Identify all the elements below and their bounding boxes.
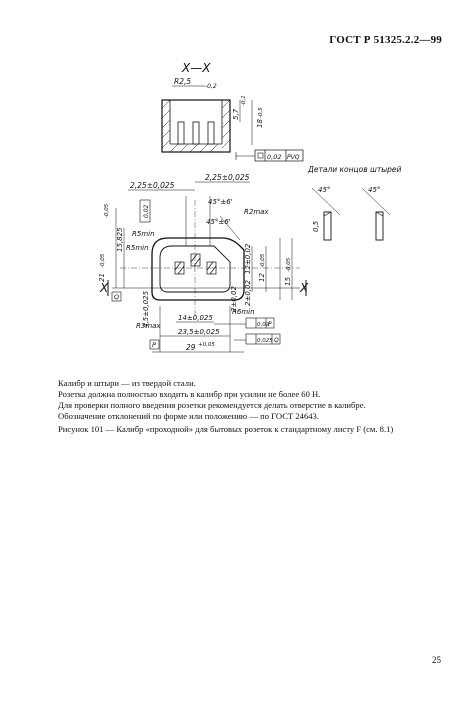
dim-45: 4,5±0,025: [142, 290, 150, 328]
tol-frame-datum: P: [268, 321, 272, 328]
dim-top-right: 2,25±0,025: [205, 173, 250, 182]
dim-r5min-bottom: R5min: [126, 244, 149, 252]
figure-caption: Рисунок 101 — Калибр «проходной» для быт…: [58, 424, 394, 434]
dim-pin-height-tol: -0,1: [241, 95, 247, 106]
dim-r3max: R3max: [136, 322, 161, 330]
details-title: Детали концов штырей: [307, 165, 402, 174]
dim-2-pm-top: 2±0,02: [244, 280, 252, 306]
dim-12-pm: 12±0,02: [244, 243, 252, 274]
radius-label: R2,5: [174, 77, 191, 86]
dim-23-5: 23,5±0,025: [178, 328, 220, 336]
dim-top-left: 2,25±0,025: [130, 181, 175, 190]
tol-frame-value: 0,02: [257, 322, 270, 328]
dim-2-pm-bottom: 2±0,02: [230, 286, 238, 312]
dim-15-tol: -0,05: [286, 257, 292, 272]
section-mark-left: X: [99, 281, 109, 295]
note-force: Розетка должна полностью входить в калиб…: [58, 389, 321, 399]
section-label: X—X: [181, 61, 211, 75]
dim-14: 14±0,025: [178, 314, 213, 322]
note-hole: Для проверки полного введения розетки ре…: [58, 400, 366, 410]
dim-29-tol: +0,05: [198, 342, 215, 348]
dim-position-tol: 0,02: [143, 204, 150, 218]
dim-r5min-top: R5min: [132, 230, 155, 238]
dim-15825: 15,825: [116, 227, 124, 252]
datum-q: Q: [114, 293, 119, 301]
dim-depth: 18: [256, 119, 264, 128]
detail-angle-2: 45°: [368, 186, 380, 194]
dim-21: 21: [98, 273, 106, 282]
detail-angle-1: 45°: [318, 186, 330, 194]
dim-21-tol: -0,05: [100, 253, 106, 268]
tol-parallel-value: 0,025: [257, 338, 273, 344]
note-tolerance-standard: Обозначение отклонений по форме или поло…: [58, 411, 319, 421]
radius-tol: -0,2: [205, 83, 217, 90]
dim-12-tol: -0,05: [260, 253, 266, 268]
dim-15825-tol: -0,05: [104, 203, 110, 218]
notes: Калибр и штыри — из твердой стали. Розет…: [58, 378, 366, 422]
dim-r6min: R6min: [232, 308, 255, 316]
detail-width: 0,5: [312, 220, 320, 232]
dim-15: 15: [284, 277, 292, 286]
dim-29: 29: [186, 343, 196, 352]
dim-angle-mid: 45°±6': [206, 218, 231, 226]
dim-depth-tol: -0,5: [258, 107, 264, 118]
page-number: 25: [432, 655, 441, 665]
dim-pin-height: 5,7: [232, 108, 240, 120]
dim-angle-top: 45°±6': [208, 198, 233, 206]
section-mark-right: X: [299, 281, 309, 295]
tol-datum: PVQ: [287, 154, 300, 161]
dim-12: 12: [258, 273, 266, 282]
dim-r2max: R2max: [244, 208, 269, 216]
datum-p: P: [152, 341, 156, 349]
tol-parallel-datum: Q: [274, 337, 279, 344]
note-material: Калибр и штыри — из твердой стали.: [58, 378, 196, 388]
tol-value: 0,02: [267, 153, 281, 161]
document-header: ГОСТ Р 51325.2.2—99: [329, 34, 442, 46]
